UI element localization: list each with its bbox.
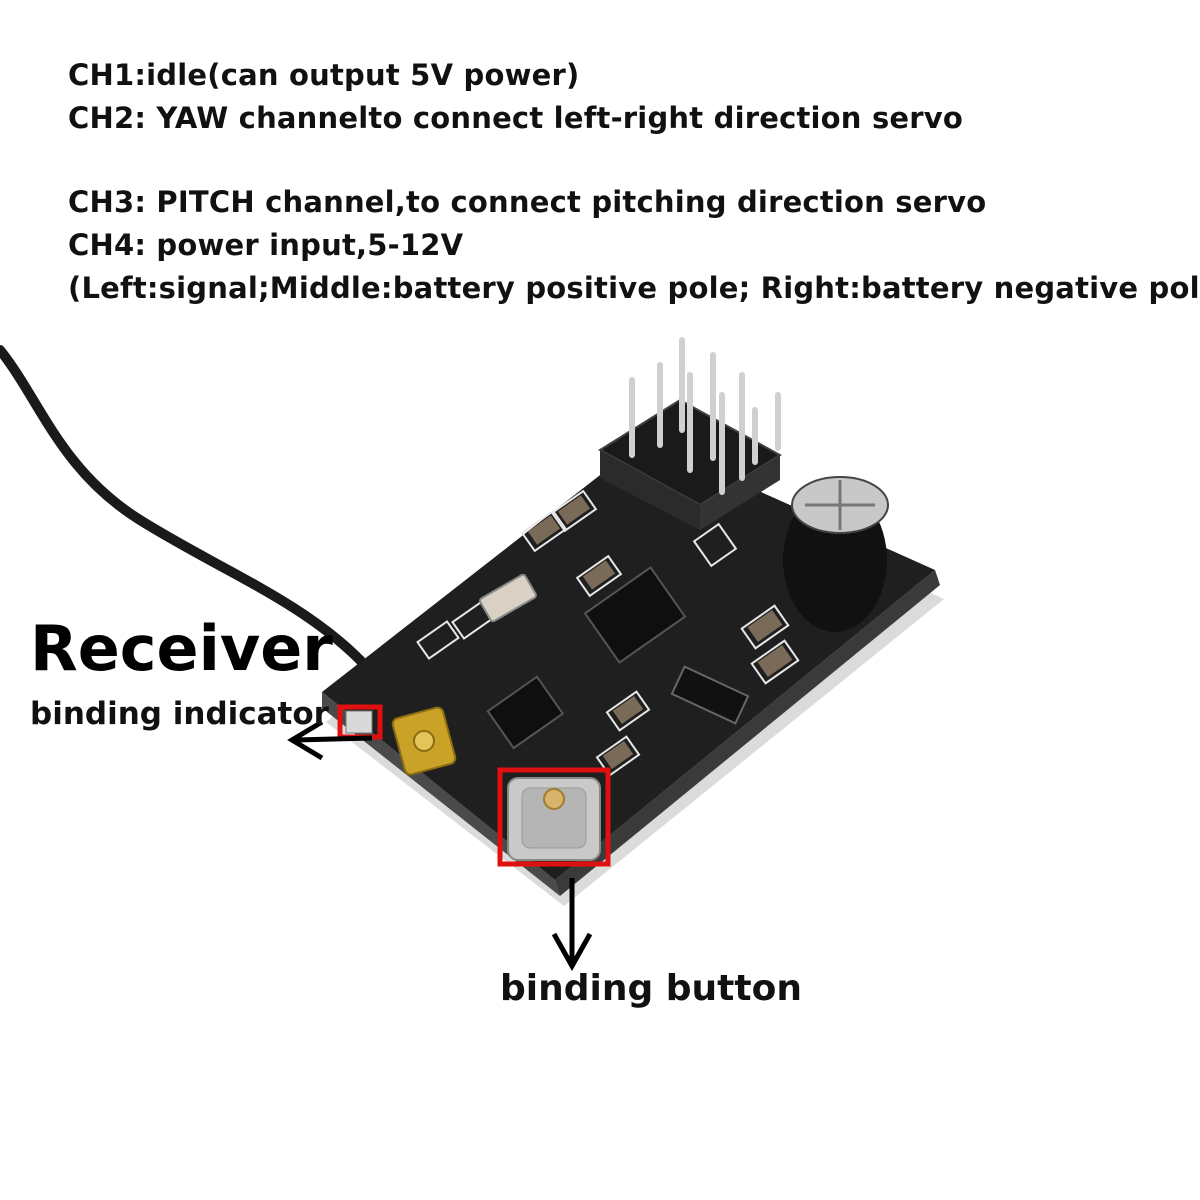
button-arrow-head bbox=[551, 932, 593, 972]
binding-led bbox=[345, 710, 373, 734]
switch-plunger bbox=[543, 788, 565, 810]
pin-legend: (Left:signal;Middle:battery positive pol… bbox=[68, 271, 1200, 305]
binding-button-label: binding button bbox=[500, 968, 802, 1009]
pcb-board bbox=[322, 440, 935, 880]
main-chip bbox=[583, 566, 687, 664]
header-pins bbox=[629, 337, 781, 495]
spec-ch4: CH4: power input,5-12V bbox=[68, 228, 464, 262]
mcu-chip bbox=[486, 675, 565, 750]
voltage-regulator bbox=[670, 665, 750, 725]
indicator-arrow-line bbox=[295, 735, 373, 743]
spec-ch1: CH1:idle(can output 5V power) bbox=[68, 58, 580, 92]
pin-header-front bbox=[600, 450, 700, 530]
button-highlight-box bbox=[497, 767, 611, 867]
silkscreen-pads bbox=[416, 489, 800, 777]
spec-ch3: CH3: PITCH channel,to connect pitching d… bbox=[68, 185, 987, 219]
pin-header-side bbox=[700, 455, 780, 530]
binding-indicator-label: binding indicator bbox=[30, 696, 329, 732]
pcb-edge-right bbox=[555, 570, 940, 896]
spec-ch2: CH2: YAW channelto connect left-right di… bbox=[68, 101, 964, 135]
smd-components bbox=[527, 495, 793, 770]
indicator-arrow-head bbox=[287, 719, 324, 761]
crystal-oscillator bbox=[479, 573, 537, 623]
receiver-title: Receiver bbox=[30, 612, 333, 685]
